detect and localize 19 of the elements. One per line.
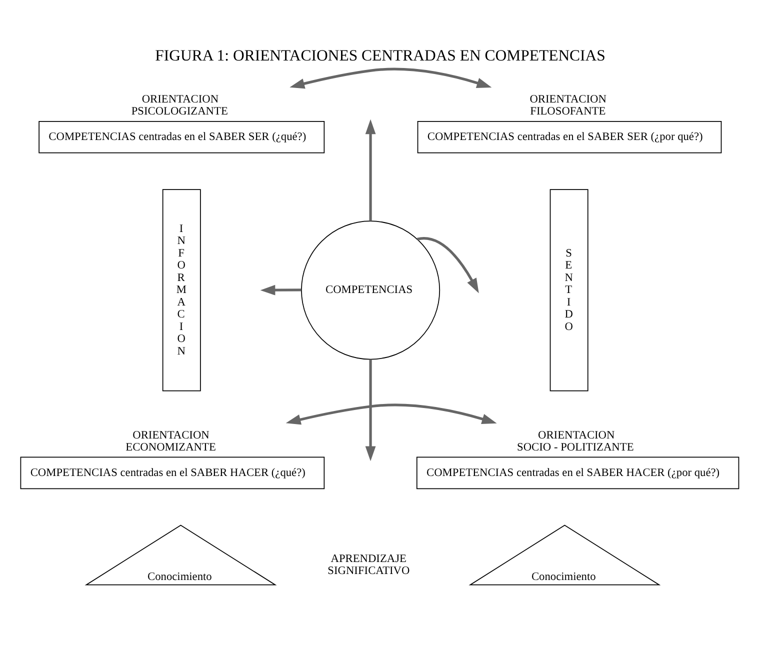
node-label: ORIENTACION SOCIO - POLITIZANTE: [517, 429, 634, 454]
arrow: [260, 284, 302, 296]
node-label: ORIENTACION FILOSOFANTE: [530, 93, 606, 118]
diagram-title: FIGURA 1: ORIENTACIONES CENTRADAS EN COMPETENCIAS: [155, 48, 606, 65]
node-box: COMPETENCIAS centradas en el SABER SER (¿qué?): [38, 120, 325, 154]
arrow: [286, 404, 497, 425]
node-box: INFORMACION: [162, 189, 201, 392]
node-box: COMPETENCIAS centradas en el SABER HACER (¿por qué?): [416, 456, 740, 490]
node-circle: COMPETENCIAS: [301, 220, 440, 360]
node-box: COMPETENCIAS centradas en el SABER SER (¿por qué?): [417, 120, 722, 154]
label: APRENDIZAJE SIGNIFICATIVO: [328, 552, 410, 578]
arrow: [365, 359, 376, 462]
arrow: [365, 119, 376, 222]
arrow: [290, 68, 492, 89]
node-label: ORIENTACION ECONOMIZANTE: [126, 429, 216, 454]
node-label: ORIENTACION PSICOLOGIZANTE: [131, 93, 228, 118]
arrow: [417, 237, 479, 294]
node-box: COMPETENCIAS centradas en el SABER HACER (¿qué?): [20, 456, 325, 490]
node-box: SENTIDO: [550, 189, 588, 392]
